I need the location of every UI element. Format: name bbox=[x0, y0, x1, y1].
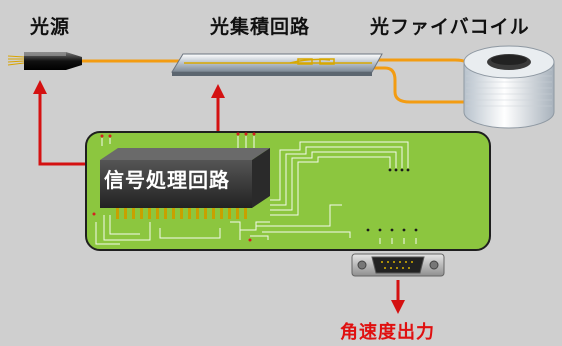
fiber-coil-icon bbox=[463, 45, 555, 129]
photonic-chip-icon bbox=[171, 53, 383, 76]
ic-chip-icon bbox=[100, 148, 270, 219]
signal-circuit-label: 信号処理回路 bbox=[104, 168, 230, 192]
light-source-icon bbox=[7, 52, 82, 70]
output-arrow bbox=[391, 280, 405, 314]
angular-velocity-output-label: 角速度出力 bbox=[340, 322, 435, 343]
fiber-coil-label: 光ファイバコイル bbox=[370, 16, 530, 38]
photonic-ic-label: 光集積回路 bbox=[210, 16, 311, 38]
connector-icon bbox=[351, 253, 445, 277]
light-source-label: 光源 bbox=[30, 16, 71, 38]
